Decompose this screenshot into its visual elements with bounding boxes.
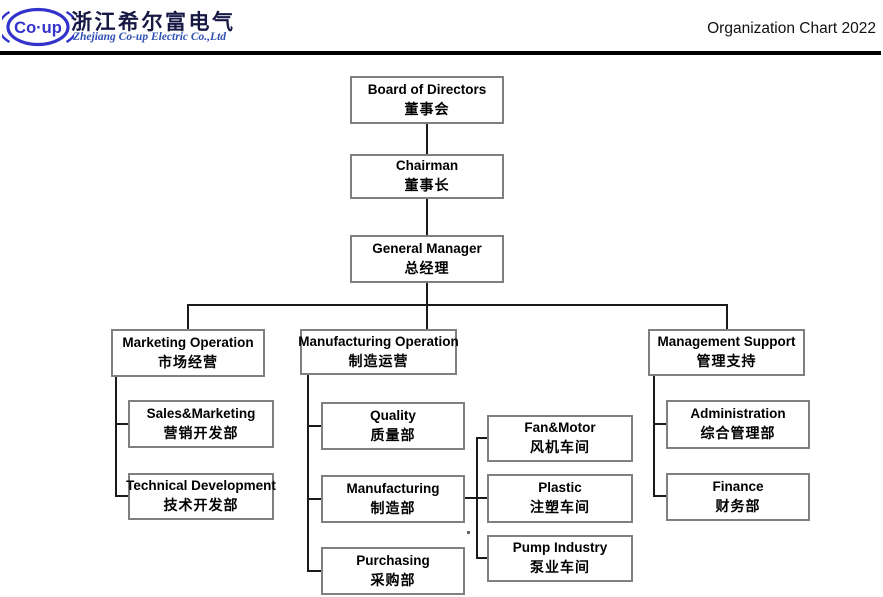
connector-stub-fan-motor: [476, 437, 488, 439]
node-label-zh: 技术开发部: [163, 497, 239, 514]
connector-chairman-gm: [426, 199, 428, 236]
node-label-en: Finance: [712, 478, 764, 494]
node-label-zh: 制造运营: [348, 352, 409, 369]
org-node-manufacturing: Manufacturing 制造部: [321, 475, 465, 523]
connector-stub-sales: [115, 423, 129, 425]
org-node-plastic: Plastic 注塑车间: [487, 474, 633, 523]
company-name-zh: 浙江希尔富电气: [71, 11, 236, 34]
node-label-en: Quality: [370, 407, 416, 423]
org-node-board: Board of Directors 董事会: [350, 76, 504, 124]
node-label-en: Technical Development: [126, 478, 276, 494]
node-label-en: General Manager: [372, 240, 482, 256]
page-title: Organization Chart 2022: [707, 20, 876, 37]
node-label-zh: 泵业车间: [530, 559, 590, 576]
connector-stub-quality: [307, 425, 322, 427]
org-node-general-manager: General Manager 总经理: [350, 235, 504, 283]
node-label-en: Sales&Marketing: [146, 405, 256, 421]
node-label-en: Manufacturing: [346, 480, 440, 496]
org-node-purchasing: Purchasing 采购部: [321, 547, 465, 595]
org-node-administration: Administration 综合管理部: [666, 400, 810, 449]
org-node-sales-marketing: Sales&Marketing 营销开发部: [128, 400, 274, 448]
node-label-zh: 市场经营: [158, 353, 218, 370]
connector-stub-pump: [476, 557, 488, 559]
node-label-zh: 董事长: [404, 177, 450, 194]
node-label-zh: 综合管理部: [700, 425, 776, 442]
connector-marketing-spine: [115, 377, 117, 497]
node-label-en: Administration: [690, 406, 786, 422]
coup-logo-text: Co·up: [14, 19, 62, 37]
node-label-en: Pump Industry: [512, 540, 608, 556]
node-label-zh: 风机车间: [530, 439, 590, 456]
node-label-en: Chairman: [395, 158, 459, 174]
connector-stub-manufacturing: [307, 498, 322, 500]
node-label-zh: 质量部: [370, 426, 416, 443]
connector-manufacturing-spine: [307, 375, 309, 571]
org-node-technical-development: Technical Development 技术开发部: [126, 473, 276, 520]
node-label-en: Manufacturing Operation: [298, 333, 459, 349]
node-label-zh: 管理支持: [696, 353, 757, 370]
connector-stub-purchasing: [307, 570, 322, 572]
connector-drop-management: [726, 304, 728, 330]
connector-stub-technical: [115, 495, 129, 497]
node-label-zh: 总经理: [404, 259, 450, 276]
org-node-fan-motor: Fan&Motor 风机车间: [487, 415, 633, 462]
connector-gm-drop: [426, 283, 428, 330]
node-label-en: Plastic: [538, 480, 582, 496]
connector-drop-marketing: [187, 304, 189, 330]
connector-stub-finance: [653, 495, 667, 497]
org-node-quality: Quality 质量部: [321, 402, 465, 450]
org-node-marketing-operation: Marketing Operation 市场经营: [111, 329, 265, 377]
org-node-chairman: Chairman 董事长: [350, 154, 504, 199]
connector-management-spine: [653, 376, 655, 497]
connector-stub-administration: [653, 423, 667, 425]
header-divider: [0, 51, 881, 55]
node-label-zh: 董事会: [404, 100, 450, 117]
company-name-en: Zhejiang Co-up Electric Co.,Ltd: [73, 31, 227, 43]
node-label-en: Management Support: [657, 334, 796, 350]
node-label-zh: 采购部: [370, 571, 416, 588]
connector-branch-horizontal: [187, 304, 728, 306]
coup-logo-icon: Co·up: [2, 7, 74, 47]
node-label-zh: 制造部: [370, 499, 416, 516]
stray-dot: [467, 531, 470, 534]
node-label-zh: 财务部: [715, 497, 761, 514]
node-label-en: Marketing Operation: [122, 334, 254, 350]
org-node-management-support: Management Support 管理支持: [648, 329, 805, 376]
node-label-en: Purchasing: [356, 552, 430, 568]
connector-board-chairman: [426, 124, 428, 155]
node-label-zh: 营销开发部: [163, 424, 239, 441]
node-label-en: Fan&Motor: [524, 420, 596, 436]
connector-manufacturing-workshops: [465, 497, 488, 499]
org-node-manufacturing-operation: Manufacturing Operation 制造运营: [298, 329, 459, 375]
node-label-zh: 注塑车间: [530, 499, 590, 516]
org-node-finance: Finance 财务部: [666, 473, 810, 521]
node-label-en: Board of Directors: [367, 81, 487, 97]
org-node-pump-industry: Pump Industry 泵业车间: [487, 535, 633, 582]
